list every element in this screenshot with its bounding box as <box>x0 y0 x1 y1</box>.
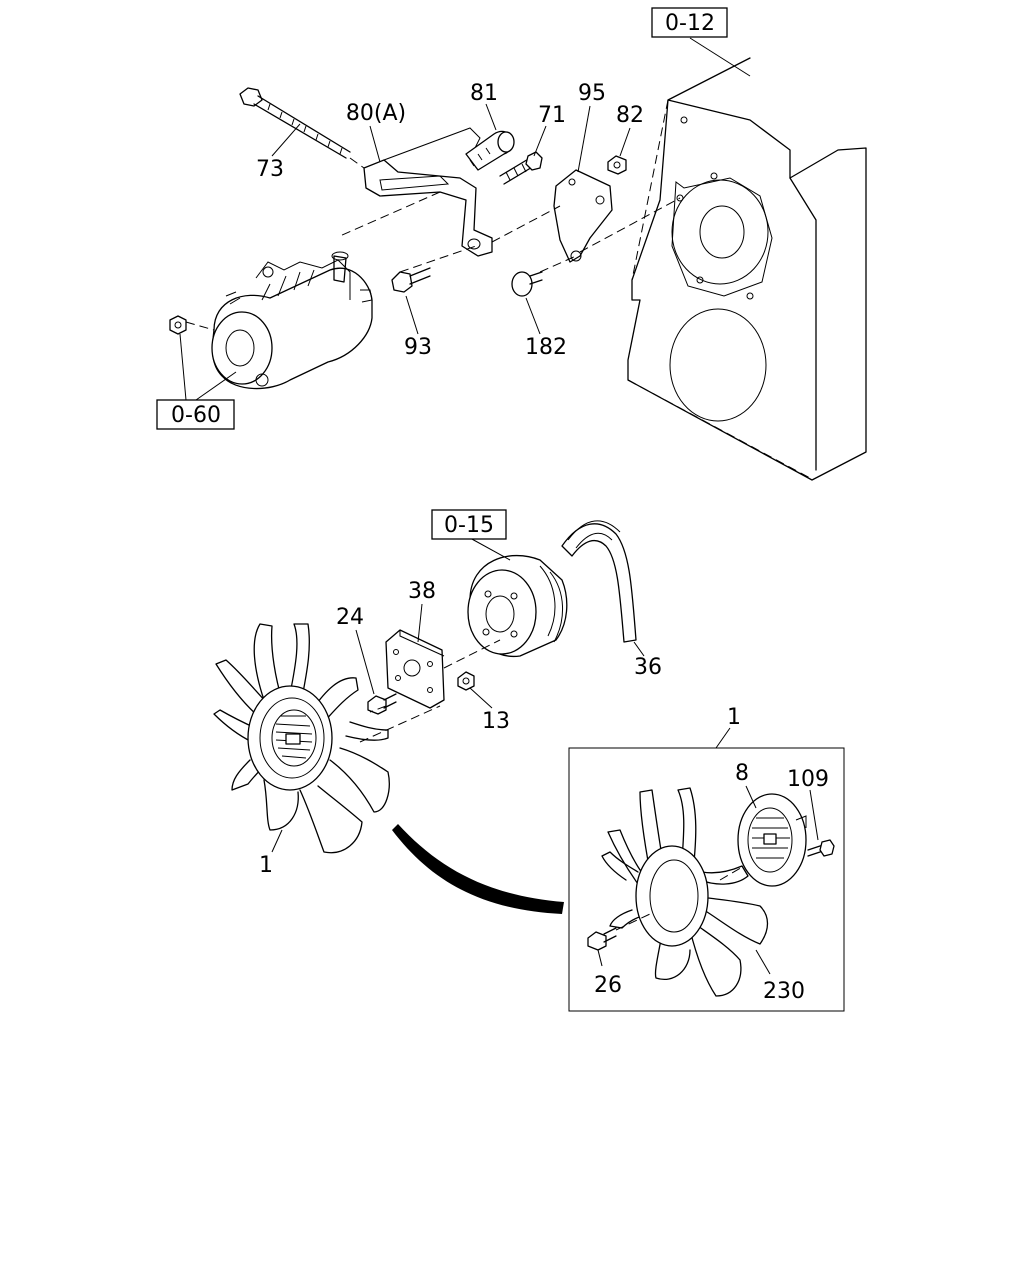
callout-82: 82 <box>616 103 644 128</box>
detail-box <box>568 747 845 1012</box>
bolt-71 <box>499 151 543 185</box>
nut-82 <box>607 155 627 175</box>
ref-box-pulley: 0-15 <box>431 509 507 540</box>
ref-box-engine-block: 0-12 <box>651 7 728 38</box>
callout-81: 81 <box>470 81 498 106</box>
alignment-line-bracket <box>491 205 561 243</box>
callout-38: 38 <box>408 579 436 604</box>
alignment-line-fan <box>359 639 501 743</box>
callout-73: 73 <box>256 157 284 182</box>
callout-36: 36 <box>634 655 662 680</box>
callout-8: 8 <box>735 761 749 786</box>
callout-26: 26 <box>594 973 622 998</box>
detail-alignment-8 <box>719 865 745 881</box>
detail-clutch-8 <box>737 793 807 887</box>
spacer-38 <box>385 629 445 709</box>
bracket-95 <box>553 169 613 263</box>
detail-bolt-109 <box>807 839 835 857</box>
callout-80a: 80(A) <box>346 101 406 126</box>
engine-block <box>627 57 867 481</box>
bolt-81 <box>465 130 515 171</box>
callout-71: 71 <box>538 103 566 128</box>
callout-95: 95 <box>578 81 606 106</box>
ref-engine-block-label: 0-12 <box>665 11 715 36</box>
alignment-line-73 <box>349 157 365 169</box>
bolt-24 <box>367 693 397 715</box>
leader-lines <box>179 37 819 975</box>
fan-assembly <box>213 623 390 854</box>
callout-13: 13 <box>482 709 510 734</box>
alignment-line-alt <box>339 191 441 237</box>
callout-1-detail: 1 <box>727 705 741 730</box>
callout-1-fan: 1 <box>259 853 273 878</box>
pulley <box>467 554 568 658</box>
bolt-93 <box>391 267 431 293</box>
ref-pulley-label: 0-15 <box>444 513 494 538</box>
alternator-nut-axis <box>185 321 215 331</box>
detail-alignment-26 <box>615 913 651 931</box>
bolt-73 <box>239 87 351 159</box>
callout-230: 230 <box>763 979 805 1004</box>
detail-arrow <box>392 824 564 914</box>
callout-93: 93 <box>404 335 432 360</box>
detail-bolt-26 <box>587 927 617 951</box>
detail-fan <box>601 787 769 997</box>
ref-alternator-label: 0-60 <box>171 403 221 428</box>
alternator <box>211 251 373 390</box>
bracket-80a <box>363 127 493 257</box>
alignment-line-93 <box>399 245 477 273</box>
alignment-line-182 <box>539 197 681 273</box>
ref-box-alternator: 0-60 <box>156 399 235 430</box>
bolt-182 <box>511 271 543 297</box>
alternator-nut <box>169 315 187 335</box>
callout-182: 182 <box>525 335 567 360</box>
nut-13 <box>457 671 475 691</box>
callout-24: 24 <box>336 605 364 630</box>
belt <box>561 520 637 643</box>
callout-109: 109 <box>787 767 829 792</box>
